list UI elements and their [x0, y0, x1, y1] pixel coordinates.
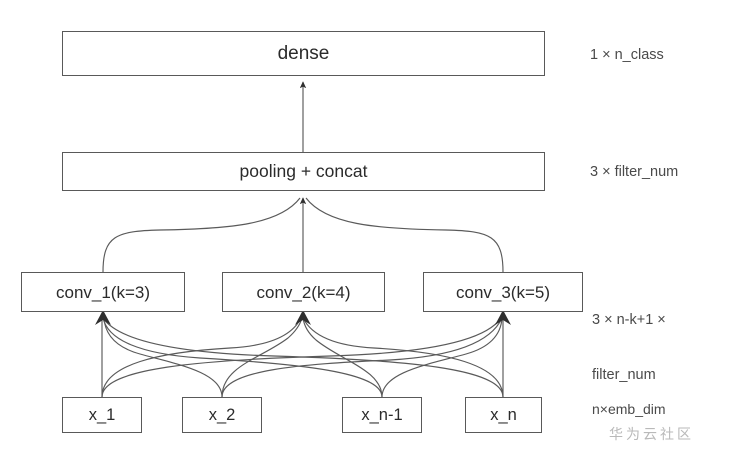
- edge-xn-to-conv2: [302, 317, 504, 398]
- edge-x2-to-conv2: [221, 317, 303, 398]
- node-pooling-concat[interactable]: pooling + concat: [62, 152, 545, 191]
- node-conv-3-label: conv_3(k=5): [455, 282, 551, 302]
- edge-x2-to-conv3: [221, 317, 503, 398]
- arrowhead-conv1: [95, 310, 111, 325]
- edge-xn1-to-conv1: [102, 317, 383, 398]
- edge-x2-to-conv1: [103, 317, 223, 398]
- arrowhead-conv3: [495, 310, 511, 325]
- node-input-xn-1[interactable]: x_n-1: [342, 397, 422, 433]
- node-dense-label: dense: [277, 43, 330, 64]
- edge-conv1-to-pooling: [102, 197, 301, 273]
- edge-x1-to-conv3: [101, 317, 502, 398]
- watermark: 华为云社区: [609, 426, 694, 442]
- node-input-x2-label: x_2: [208, 405, 236, 424]
- node-input-x1[interactable]: x_1: [62, 397, 142, 433]
- shape-label-conv-line2: filter_num: [592, 366, 656, 383]
- node-conv-1[interactable]: conv_1(k=3): [21, 272, 185, 312]
- conv-arrowheads: [95, 310, 511, 325]
- node-conv-3[interactable]: conv_3(k=5): [423, 272, 583, 312]
- node-input-xn-label: x_n: [490, 405, 517, 424]
- shape-label-input: n×emb_dim: [592, 401, 666, 417]
- node-input-xn[interactable]: x_n: [465, 397, 542, 433]
- edge-xn1-to-conv2: [302, 317, 383, 398]
- shape-label-conv: 3 × n-k+1 × filter_num: [592, 275, 666, 420]
- shape-label-pooling: 3 × filter_num: [590, 164, 679, 180]
- edge-x1-to-conv2: [101, 317, 302, 398]
- arrowhead-conv2: [295, 310, 311, 325]
- node-dense[interactable]: dense: [62, 31, 545, 76]
- node-input-x2[interactable]: x_2: [182, 397, 262, 433]
- node-conv-2[interactable]: conv_2(k=4): [222, 272, 385, 312]
- edge-xn1-to-conv3: [381, 317, 503, 398]
- node-input-xn-1-label: x_n-1: [361, 405, 403, 424]
- node-input-x1-label: x_1: [88, 405, 116, 424]
- node-conv-1-label: conv_1(k=3): [55, 282, 151, 302]
- shape-label-conv-line1: 3 × n-k+1 ×: [592, 312, 666, 329]
- edge-conv3-to-pooling: [305, 197, 504, 273]
- shape-label-dense: 1 × n_class: [590, 47, 664, 63]
- node-pooling-concat-label: pooling + concat: [239, 160, 368, 181]
- node-conv-2-label: conv_2(k=4): [256, 282, 351, 302]
- edge-xn-to-conv1: [102, 317, 504, 398]
